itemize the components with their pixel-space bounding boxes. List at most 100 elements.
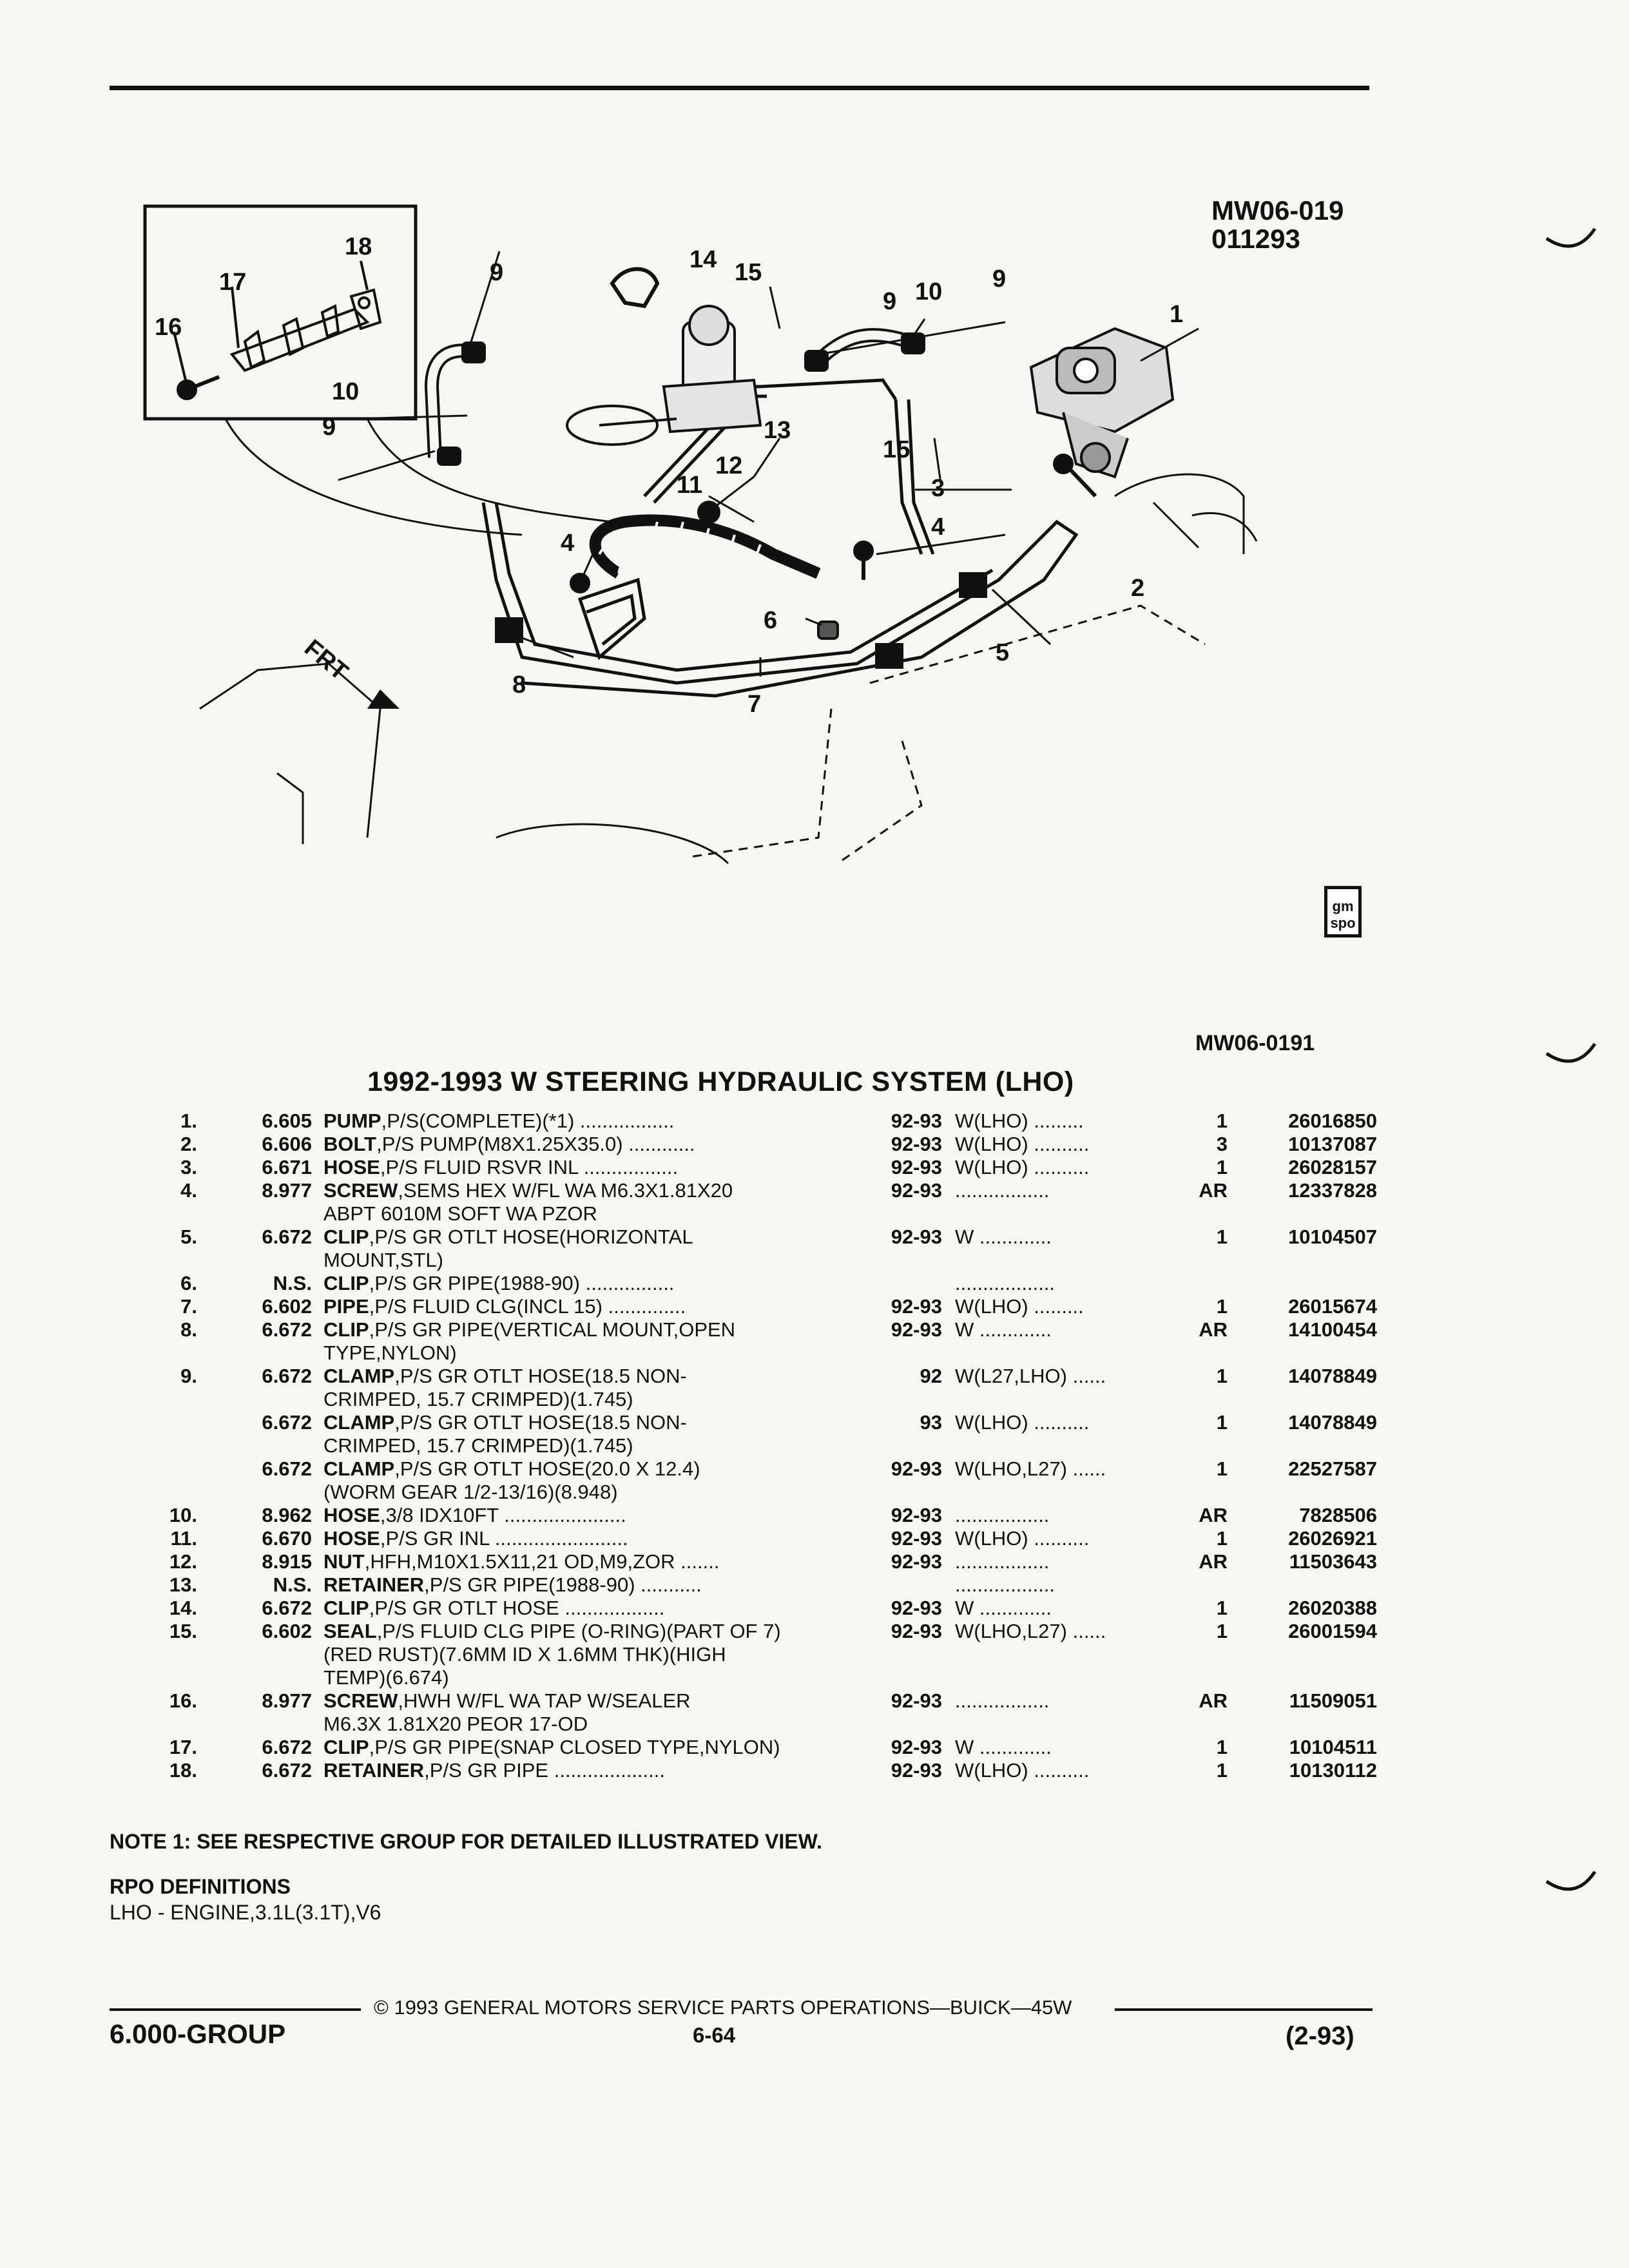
model-years: 92-93 (891, 1457, 942, 1480)
part-detail: ,HWH W/FL WA TAP W/SEALER (398, 1689, 691, 1712)
model-usage: W(LHO) ......... (942, 1110, 1182, 1133)
model-code: W(LHO) (955, 1156, 1028, 1178)
model-years: 92-93 (891, 1318, 942, 1341)
model-usage: .................. (942, 1272, 1182, 1295)
logo-text-gm: gm (1332, 898, 1354, 914)
model-dots: ............. (974, 1225, 1052, 1248)
part-detail: ,P/S PUMP(M8X1.25X35.0) (376, 1133, 623, 1155)
part-number: 14078849 (1288, 1411, 1377, 1434)
part-description: NUT,HFH,M10X1.5X11,21 OD,M9,ZOR ....... (312, 1550, 874, 1573)
group-number: N.S. (273, 1272, 312, 1294)
quantity: 1 (1216, 1620, 1228, 1642)
part-detail: ,P/S GR INL (380, 1527, 490, 1550)
part-detail: ,P/S GR OTLT HOSE (369, 1597, 559, 1619)
footer-rule-left (110, 2008, 361, 2011)
part-name: RETAINER (323, 1573, 425, 1596)
part-number: 26015674 (1288, 1295, 1377, 1318)
model-code: W (955, 1225, 974, 1248)
model-usage: W ............. (942, 1225, 1182, 1272)
model-usage: ................. (942, 1504, 1182, 1527)
part-description: HOSE,P/S GR INL ........................ (312, 1527, 874, 1550)
part-number: 11509051 (1289, 1689, 1377, 1712)
model-code: W(LHO) (955, 1110, 1028, 1132)
part-detail: ,P/S FLUID RSVR INL (380, 1156, 579, 1178)
table-row: 13.N.S.RETAINER,P/S GR PIPE(1988-90) ...… (110, 1573, 1377, 1597)
group-number: 6.672 (262, 1225, 312, 1248)
group-number: 6.602 (262, 1620, 312, 1642)
part-name: SCREW (323, 1689, 398, 1712)
model-code: W(L27,LHO) (955, 1365, 1067, 1387)
model-years: 92-93 (891, 1597, 942, 1619)
part-dots: .............. (602, 1295, 686, 1318)
ref-number: 7. (180, 1295, 197, 1318)
quantity: AR (1199, 1550, 1228, 1573)
part-number: 10130112 (1289, 1759, 1377, 1782)
callout-16: 16 (155, 314, 182, 341)
part-description: RETAINER,P/S GR PIPE ...................… (312, 1759, 874, 1782)
ref-number: 12. (169, 1550, 197, 1573)
group-number: N.S. (273, 1573, 312, 1596)
leader-lines (338, 251, 1200, 677)
part-description: CLAMP,P/S GR OTLT HOSE(18.5 NON-CRIMPED,… (312, 1365, 874, 1411)
model-years: 92-93 (891, 1225, 942, 1248)
model-years: 92-93 (891, 1504, 942, 1526)
part-name: CLIP (323, 1225, 369, 1248)
figure-id-line1: MW06-019 (1211, 195, 1344, 226)
model-dots: .......... (1028, 1759, 1090, 1782)
ref-number: 13. (169, 1573, 197, 1596)
part-detail: ,P/S GR PIPE (424, 1759, 549, 1782)
quantity: 1 (1216, 1365, 1228, 1387)
ref-number: 10. (169, 1504, 197, 1526)
model-years: 93 (920, 1411, 942, 1434)
part-detail: ,P/S GR OTLT HOSE(18.5 NON- (394, 1411, 687, 1434)
model-years: 92-93 (891, 1156, 942, 1178)
model-usage: W(LHO) .......... (942, 1411, 1182, 1457)
model-usage: W(LHO) .......... (942, 1133, 1182, 1156)
group-number: 8.977 (262, 1179, 312, 1202)
part-description: CLIP,P/S GR OTLT HOSE .................. (312, 1597, 874, 1620)
ref-number: 2. (180, 1133, 197, 1155)
part-dots: .................... (548, 1759, 665, 1782)
model-code: W(LHO,L27) (955, 1457, 1067, 1480)
part-name: NUT (323, 1550, 365, 1573)
part-number: 7828506 (1299, 1504, 1377, 1526)
model-usage: W(LHO) .......... (942, 1156, 1182, 1179)
gm-spo-logo: gm spo (1324, 886, 1362, 937)
model-dots: ............. (974, 1318, 1052, 1341)
part-number (1228, 1272, 1377, 1295)
callout-labels: 18 17 16 9 14 15 9 10 9 1 10 9 13 12 11 … (155, 233, 1183, 718)
part-dots: ...................... (498, 1504, 626, 1526)
logo-text-spo: spo (1330, 915, 1356, 931)
model-dots: ............. (974, 1736, 1052, 1758)
part-number: 26001594 (1288, 1620, 1377, 1642)
group-number: 8.977 (262, 1689, 312, 1712)
ref-number: 1. (180, 1110, 197, 1132)
ref-number: 17. (169, 1736, 197, 1758)
part-description: CLIP,P/S GR PIPE(1988-90) ..............… (312, 1272, 874, 1295)
bolt-2 (1053, 454, 1097, 498)
front-arrow: FRT (299, 635, 400, 709)
part-detail-line2: TYPE,NYLON) (323, 1341, 457, 1364)
model-dots: .................. (955, 1573, 1055, 1596)
part-detail: ,P/S GR OTLT HOSE(18.5 NON- (394, 1365, 687, 1387)
quantity: AR (1199, 1318, 1228, 1341)
ref-number: 9. (180, 1365, 197, 1387)
quantity: 1 (1216, 1411, 1228, 1434)
rpo-heading: RPO DEFINITIONS (110, 1875, 291, 1898)
quantity: 1 (1216, 1156, 1228, 1178)
part-number: 14100454 (1288, 1318, 1377, 1341)
model-usage: ................. (942, 1689, 1182, 1736)
part-dots: ....... (675, 1550, 720, 1573)
part-number: 11503643 (1289, 1550, 1377, 1573)
ref-number: 18. (169, 1759, 197, 1782)
group-number: 6.672 (262, 1411, 312, 1434)
quantity: 1 (1216, 1597, 1228, 1619)
ref-number (110, 1457, 197, 1504)
quantity (1182, 1573, 1228, 1597)
callout-17: 17 (219, 269, 246, 296)
top-rule (110, 86, 1369, 90)
section-title: 1992-1993 W STEERING HYDRAULIC SYSTEM (L… (367, 1066, 1074, 1097)
note: NOTE 1: SEE RESPECTIVE GROUP FOR DETAILE… (110, 1830, 822, 1853)
